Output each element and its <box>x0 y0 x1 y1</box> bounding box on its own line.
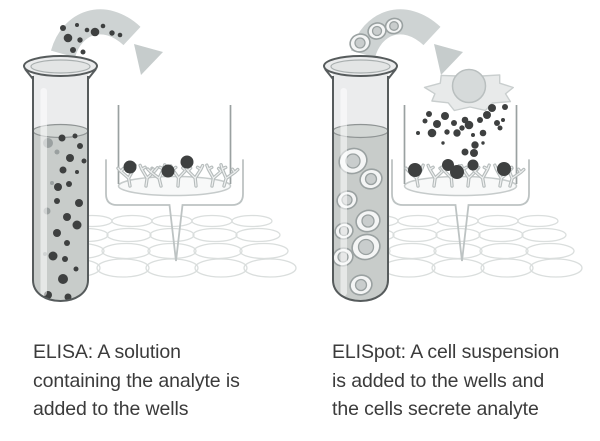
cell-icon <box>384 17 404 35</box>
elisa-caption-line-2: containing the analyte is <box>33 369 240 392</box>
elispot-caption: ELISpot: A cell suspension is added to t… <box>332 338 559 424</box>
cell-icon <box>351 233 381 261</box>
cell-icon <box>359 168 383 190</box>
antibody-icon <box>138 163 160 188</box>
microplate-wells <box>47 214 583 278</box>
elisa-elispot-diagram <box>23 9 583 302</box>
secreting-cell-icon <box>423 68 514 112</box>
cell-icon <box>367 22 387 40</box>
elisa-caption-line-3: added to the wells <box>33 398 189 420</box>
elisa-caption-line-1: ELISA: A solution <box>33 341 181 363</box>
antibody-icon <box>116 163 137 188</box>
antibody-icon <box>183 163 205 188</box>
test-tube-icon-elisa <box>23 55 98 302</box>
well-holder-outlines <box>105 159 530 262</box>
pour-arrow-icons <box>50 9 463 75</box>
test-tube-icons <box>23 55 398 302</box>
antibody-icon <box>146 163 167 188</box>
cell-icon <box>349 33 371 53</box>
elispot-well-contents <box>404 68 526 188</box>
elispot-caption-line-3: the cells secrete analyte <box>332 398 539 420</box>
elispot-caption-line-2: is added to the wells and <box>332 369 545 392</box>
elispot-caption-line-1: ELISpot: A cell suspension <box>332 341 560 363</box>
antibody-icon <box>205 163 226 188</box>
antibody-icon <box>219 163 240 188</box>
elisa-well-contents <box>116 155 240 188</box>
pour-arrow-icon-elispot <box>349 9 463 75</box>
test-tube-icon-elispot <box>323 55 398 302</box>
cell-icon <box>349 274 373 296</box>
elisa-caption: ELISA: A solution containing the analyte… <box>33 338 240 424</box>
antibody-icon <box>426 163 448 188</box>
cell-icon <box>355 209 381 233</box>
pour-arrow-icon-elisa <box>50 9 163 75</box>
